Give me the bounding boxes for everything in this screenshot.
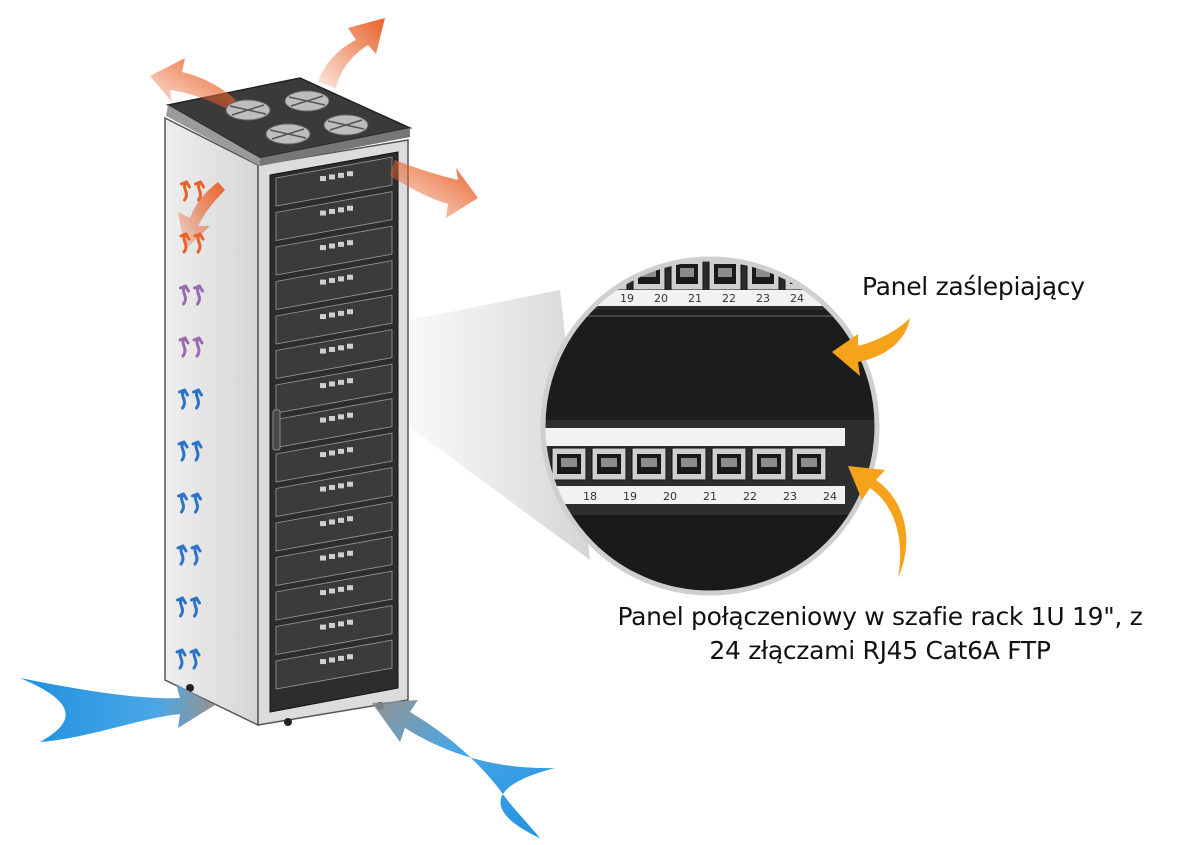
hot-air-arrow-icon (150, 58, 236, 108)
airflow-arrow-icon (177, 440, 189, 462)
fan-icon (323, 114, 369, 136)
zoom-cone-shadow (360, 290, 590, 560)
airflow-arrow-icon (194, 180, 205, 202)
airflow-arrow-icon (192, 388, 203, 410)
airflow-arrow-icon (180, 180, 191, 202)
hot-air-arrow-icon (178, 182, 225, 250)
port-number: 18 (583, 490, 597, 503)
rj45-jack (711, 447, 747, 481)
cold-air-arrow-icon (372, 700, 555, 838)
airflow-arrow-icon (190, 596, 201, 618)
rj45-jack (751, 447, 787, 481)
airflow-arrow-icon (176, 596, 187, 618)
server-unit (275, 191, 393, 241)
airflow-arrow-icon (192, 336, 204, 358)
airflow-arrow-icon (191, 440, 203, 462)
port-number: 21 (688, 292, 702, 305)
port-number: 22 (743, 490, 757, 503)
server-unit (275, 639, 393, 690)
rj45-jack (591, 447, 627, 481)
server-units (275, 156, 393, 690)
bottom-jack-row (551, 447, 827, 481)
airflow-arrow-icon (175, 648, 187, 670)
callout-arrow-icon (848, 466, 907, 578)
top-port-numbers: 19 20 21 22 23 24 (620, 292, 804, 305)
rack-side-panel (164, 116, 259, 727)
blanking-panel (545, 315, 875, 415)
fan-icon (284, 90, 330, 112)
airflow-arrow-icon (179, 284, 190, 306)
server-unit (275, 536, 393, 586)
port-number: 19 (623, 490, 637, 503)
port-number: 22 (722, 292, 736, 305)
rj45-jack (791, 447, 827, 481)
server-unit (275, 260, 393, 310)
server-unit (275, 570, 393, 621)
port-number: 20 (663, 490, 677, 503)
airflow-arrow-icon (190, 544, 202, 566)
airflow-arrow-icon (189, 648, 201, 670)
patch-panel-label-line1: Panel połączeniowy w szafie rack 1U 19",… (617, 602, 1143, 631)
port-number: 23 (756, 292, 770, 305)
server-unit (275, 467, 393, 517)
door-handle (272, 409, 281, 451)
server-unit (275, 225, 393, 276)
internal-airflow-arrows (175, 180, 205, 670)
hot-air-arrow-icon (318, 18, 385, 88)
server-unit (275, 156, 393, 207)
port-number: 23 (783, 490, 797, 503)
server-rack (164, 77, 413, 727)
airflow-arrow-icon (193, 284, 204, 306)
server-unit (275, 605, 393, 655)
fan-icon (265, 123, 311, 145)
port-number: 20 (654, 292, 668, 305)
server-unit (275, 363, 393, 414)
rj45-jack (551, 447, 587, 481)
port-number: 24 (790, 292, 804, 305)
server-unit (275, 432, 393, 483)
callout-arrow-icon (832, 318, 910, 376)
port-number: 24 (823, 490, 837, 503)
cold-air-arrow-icon (20, 678, 215, 742)
bottom-port-numbers: 18 19 20 21 22 23 24 (583, 490, 837, 503)
rj45-jack (631, 447, 667, 481)
zoom-detail: 19 20 21 22 23 24 18 19 20 21 22 23 24 (540, 256, 880, 596)
rj45-jack (671, 447, 707, 481)
airflow-arrow-icon (191, 492, 202, 514)
server-unit (275, 501, 393, 552)
server-unit (275, 294, 393, 345)
hot-air-arrows (150, 18, 478, 250)
fan-icon (225, 99, 271, 121)
airflow-arrow-icon (177, 492, 188, 514)
hot-air-arrow-icon (390, 160, 478, 218)
port-number: 19 (620, 292, 634, 305)
patch-panel-label-line2: 24 złączami RJ45 Cat6A FTP (709, 636, 1051, 665)
rj45-jack (670, 261, 704, 291)
port-number: 21 (703, 490, 717, 503)
patch-panel-label: Panel połączeniowy w szafie rack 1U 19",… (560, 600, 1200, 668)
airflow-arrow-icon (178, 336, 190, 358)
airflow-arrow-icon (178, 388, 189, 410)
airflow-arrow-icon (176, 544, 188, 566)
blanking-panel-label: Panel zaślepiający (862, 272, 1085, 301)
server-unit (275, 329, 393, 379)
